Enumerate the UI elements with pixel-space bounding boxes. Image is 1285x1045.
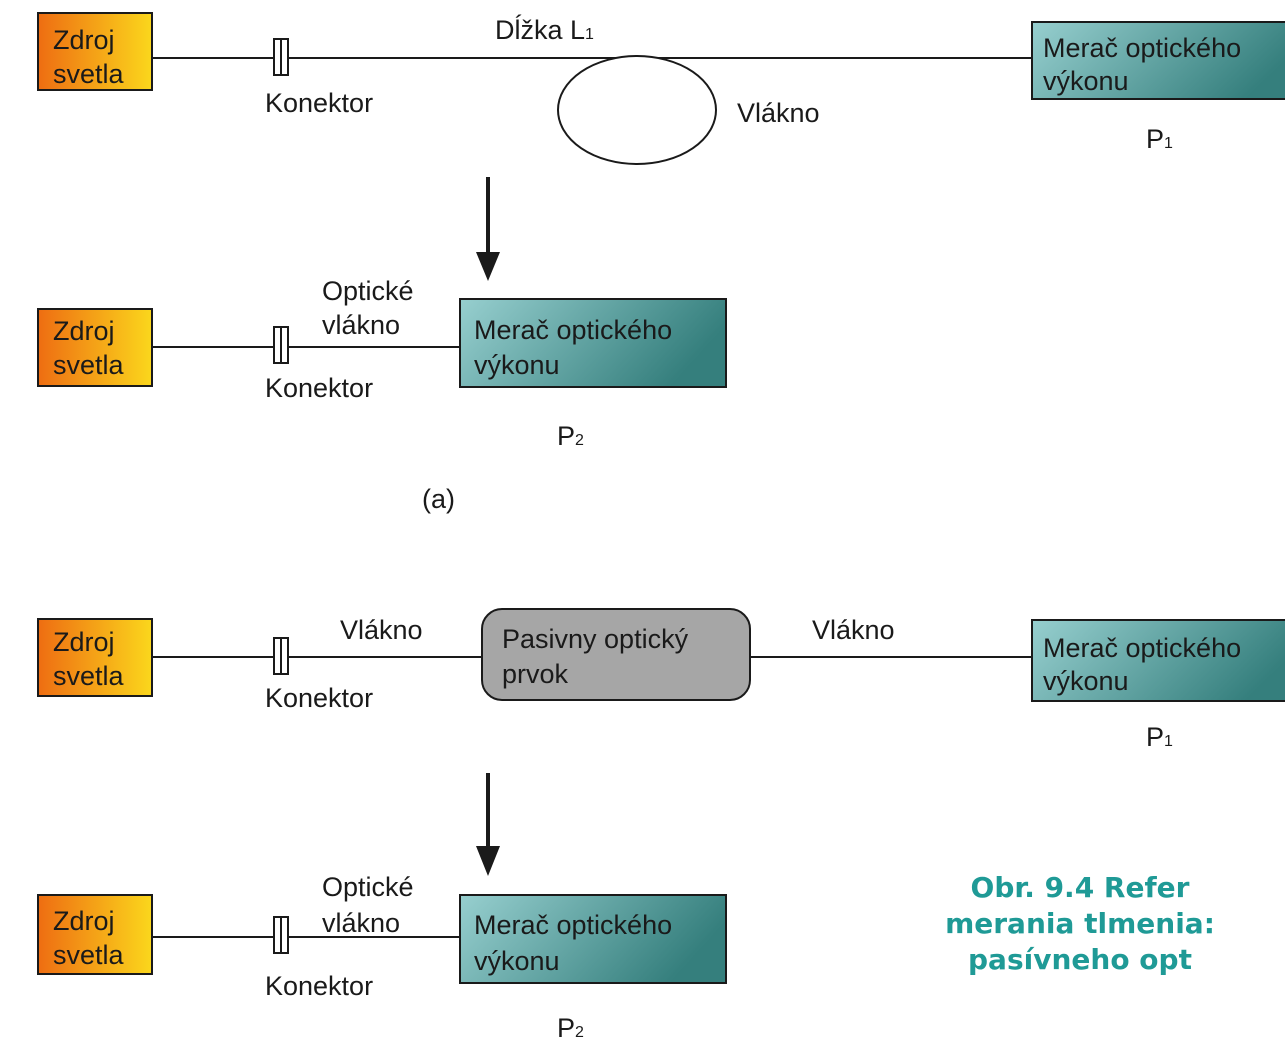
meter-label-line1: Merač optického: [1043, 633, 1241, 663]
meter-label-line2: výkonu: [1043, 666, 1129, 696]
power-p2-subscript: 2: [575, 1024, 584, 1041]
connector-label: Konektor: [265, 373, 373, 403]
source-label-line1: Zdroj: [53, 627, 115, 657]
connector-label: Konektor: [265, 88, 373, 118]
passive-label-line1: Pasivny optický: [502, 624, 689, 654]
light-source-box: [37, 618, 153, 697]
source-label-line2: svetla: [53, 940, 125, 970]
down-arrow-1: [476, 177, 500, 281]
power-p-text: P: [557, 1013, 575, 1043]
power-p-text: P: [1146, 124, 1164, 154]
optical-fiber-label-line1: Optické: [322, 872, 414, 902]
power-p1-label: P1: [1146, 124, 1173, 154]
power-p-text: P: [557, 421, 575, 451]
row1-setup: Zdroj svetla Konektor Dĺžka L1 Vlákno Me…: [37, 12, 1285, 165]
power-p1-subscript: 1: [1164, 733, 1173, 750]
arrow-head: [476, 252, 500, 281]
light-source-box: [37, 308, 153, 387]
fiber-label-left: Vlákno: [340, 615, 423, 645]
meter-label-line2: výkonu: [1043, 66, 1129, 96]
meter-label-line1: Merač optického: [474, 315, 672, 345]
caption-line1: Obr. 9.4 Refer: [970, 871, 1190, 904]
figure-caption: Obr. 9.4 Refer merania tlmenia: pasívneh…: [870, 870, 1285, 978]
power-p2-label: P2: [557, 421, 584, 451]
power-p-text: P: [1146, 722, 1164, 752]
row3-setup: Zdroj svetla Konektor Vlákno Pasivny opt…: [37, 608, 1285, 752]
optical-fiber-label-line2: vlákno: [322, 908, 400, 938]
passive-label-line2: prvok: [502, 659, 569, 689]
optical-fiber-label-line2: vlákno: [322, 310, 400, 340]
row4-reference: Zdroj svetla Konektor Optické vlákno Mer…: [37, 872, 727, 1043]
light-source-box: [37, 12, 153, 91]
meter-label-line2: výkonu: [474, 350, 560, 380]
meter-label-line1: Merač optického: [1043, 33, 1241, 63]
optical-fiber-label-line1: Optické: [322, 276, 414, 306]
connector-label: Konektor: [265, 683, 373, 713]
source-label-line1: Zdroj: [53, 906, 115, 936]
meter-label-line1: Merač optického: [474, 910, 672, 940]
source-label-line1: Zdroj: [53, 25, 115, 55]
power-p1-label: P1: [1146, 722, 1173, 752]
passive-optical-element-box: [481, 608, 751, 701]
fiber-coil: [557, 55, 717, 165]
connector-label: Konektor: [265, 971, 373, 1001]
source-label-line1: Zdroj: [53, 316, 115, 346]
power-p2-subscript: 2: [575, 432, 584, 449]
source-label-line2: svetla: [53, 59, 125, 89]
panel-a-label: (a): [422, 484, 455, 514]
power-meter-box: [1031, 21, 1285, 100]
length-label: Dĺžka L1: [495, 14, 594, 45]
source-label-line2: svetla: [53, 661, 125, 691]
power-meter-box: [1031, 619, 1285, 702]
length-subscript: 1: [585, 26, 594, 43]
power-p2-label: P2: [557, 1013, 584, 1043]
caption-line2: merania tlmenia:: [945, 907, 1215, 940]
light-source-box: [37, 894, 153, 975]
power-meter-box: [459, 298, 727, 388]
down-arrow-2: [476, 773, 500, 876]
row2-reference: Zdroj svetla Konektor Optické vlákno Mer…: [37, 276, 727, 514]
length-text: Dĺžka L: [495, 14, 585, 45]
source-label-line2: svetla: [53, 350, 125, 380]
caption-line3: pasívneho opt: [968, 943, 1192, 976]
meter-label-line2: výkonu: [474, 946, 560, 976]
power-p1-subscript: 1: [1164, 135, 1173, 152]
fiber-label: Vlákno: [737, 98, 820, 128]
power-meter-box: [459, 894, 727, 984]
fiber-label-right: Vlákno: [812, 615, 895, 645]
arrow-head: [476, 846, 500, 876]
